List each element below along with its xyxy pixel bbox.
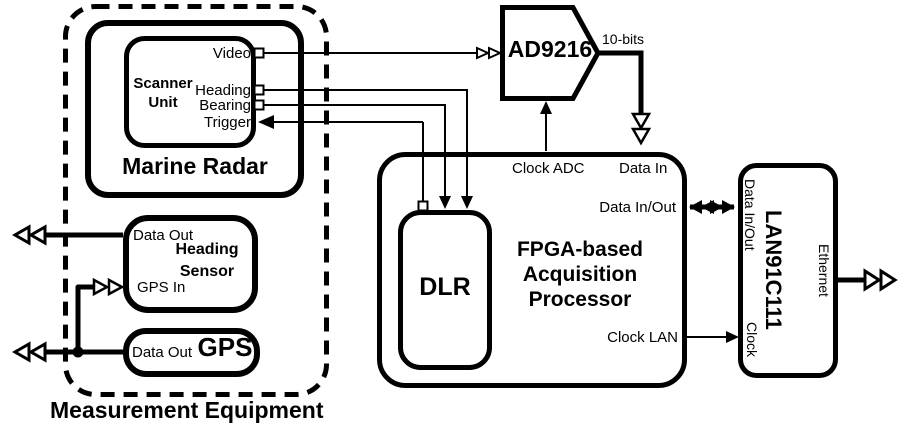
solid-arrow-right-icon <box>726 331 739 343</box>
solid-arrow-left-icon <box>689 200 702 214</box>
solid-arrow-left-icon <box>258 115 274 129</box>
marine-radar-title: Marine Radar <box>122 153 268 179</box>
trigger-port-label: Trigger <box>204 114 251 131</box>
gps-title: GPS <box>197 332 253 362</box>
ad9216-title: AD9216 <box>507 36 593 62</box>
fpga-clock-lan-label: Clock LAN <box>607 329 678 346</box>
open-arrow-right-icon <box>107 277 125 297</box>
measurement-equipment-title: Measurement Equipment <box>50 397 324 423</box>
video-port-label: Video <box>212 45 251 62</box>
lan-ethernet-label: Ethernet <box>816 244 832 297</box>
gps-data-out-line <box>11 341 123 363</box>
open-arrow-right-icon <box>863 268 882 292</box>
heading-sensor-title: Heading Sensor <box>175 241 239 280</box>
solid-arrow-up-icon <box>540 101 552 114</box>
solid-arrow-right-icon <box>710 200 723 214</box>
data-in-out-line <box>689 200 735 214</box>
fpga-data-in-out-label: Data In/Out <box>599 199 676 216</box>
open-arrow-right-icon <box>476 46 491 60</box>
gps-in-label: GPS In <box>137 279 186 296</box>
open-arrow-down-icon <box>630 127 652 146</box>
port-square-icon <box>253 99 265 111</box>
fpga-data-in-label: Data In <box>619 160 668 177</box>
gps-box <box>123 328 260 377</box>
clock-adc-line <box>540 101 552 151</box>
open-arrow-left-icon <box>11 341 31 363</box>
heading-sensor-box <box>123 215 258 313</box>
dlr-title: DLR <box>419 273 471 301</box>
open-arrow-left-icon <box>27 224 47 246</box>
trigger-line <box>258 115 429 212</box>
heading-port-label: Heading <box>195 82 251 99</box>
bearing-line <box>253 99 451 209</box>
open-arrow-left-icon <box>27 341 47 363</box>
gps-in-line <box>75 277 125 350</box>
lan91c111-title: LAN91C111 <box>761 210 786 330</box>
open-arrow-right-icon <box>488 46 503 60</box>
measurement-equipment-box <box>63 4 329 397</box>
heading-sensor-data-out-label: Data Out <box>133 227 194 244</box>
gps-data-out-label: Data Out <box>132 344 193 361</box>
ethernet-line <box>838 268 898 292</box>
lan-clock-label: Clock <box>744 322 760 358</box>
heading-line <box>253 84 473 209</box>
open-arrow-right-icon <box>92 277 110 297</box>
open-arrow-right-icon <box>879 268 898 292</box>
dlr-box <box>398 210 492 370</box>
open-arrow-left-icon <box>11 224 31 246</box>
scanner-unit-title: Scanner Unit <box>133 75 193 111</box>
fpga-clock-adc-label: Clock ADC <box>512 160 585 177</box>
video-line <box>253 46 503 60</box>
port-square-icon <box>253 84 265 96</box>
clock-lan-line <box>687 331 739 343</box>
solid-arrow-down-icon <box>461 196 473 209</box>
ad9216-shape <box>500 5 601 101</box>
heading-sensor-data-out-line <box>11 224 123 246</box>
junction-dot-icon <box>72 346 84 358</box>
solid-arrow-right-icon <box>722 200 735 214</box>
solid-arrow-down-icon <box>439 196 451 209</box>
lan-data-in-out-label: Data In/Out <box>742 179 758 251</box>
data-in-line <box>598 50 652 146</box>
fpga-title: FPGA-based Acquisition Processor <box>516 238 644 311</box>
port-square-icon <box>253 47 265 59</box>
open-arrow-down-icon <box>630 112 652 131</box>
port-square-icon <box>417 200 429 212</box>
adc-output-bits-label: 10-bits <box>602 31 645 47</box>
lan91c111-box <box>738 163 838 378</box>
bearing-port-label: Bearing <box>199 97 251 114</box>
